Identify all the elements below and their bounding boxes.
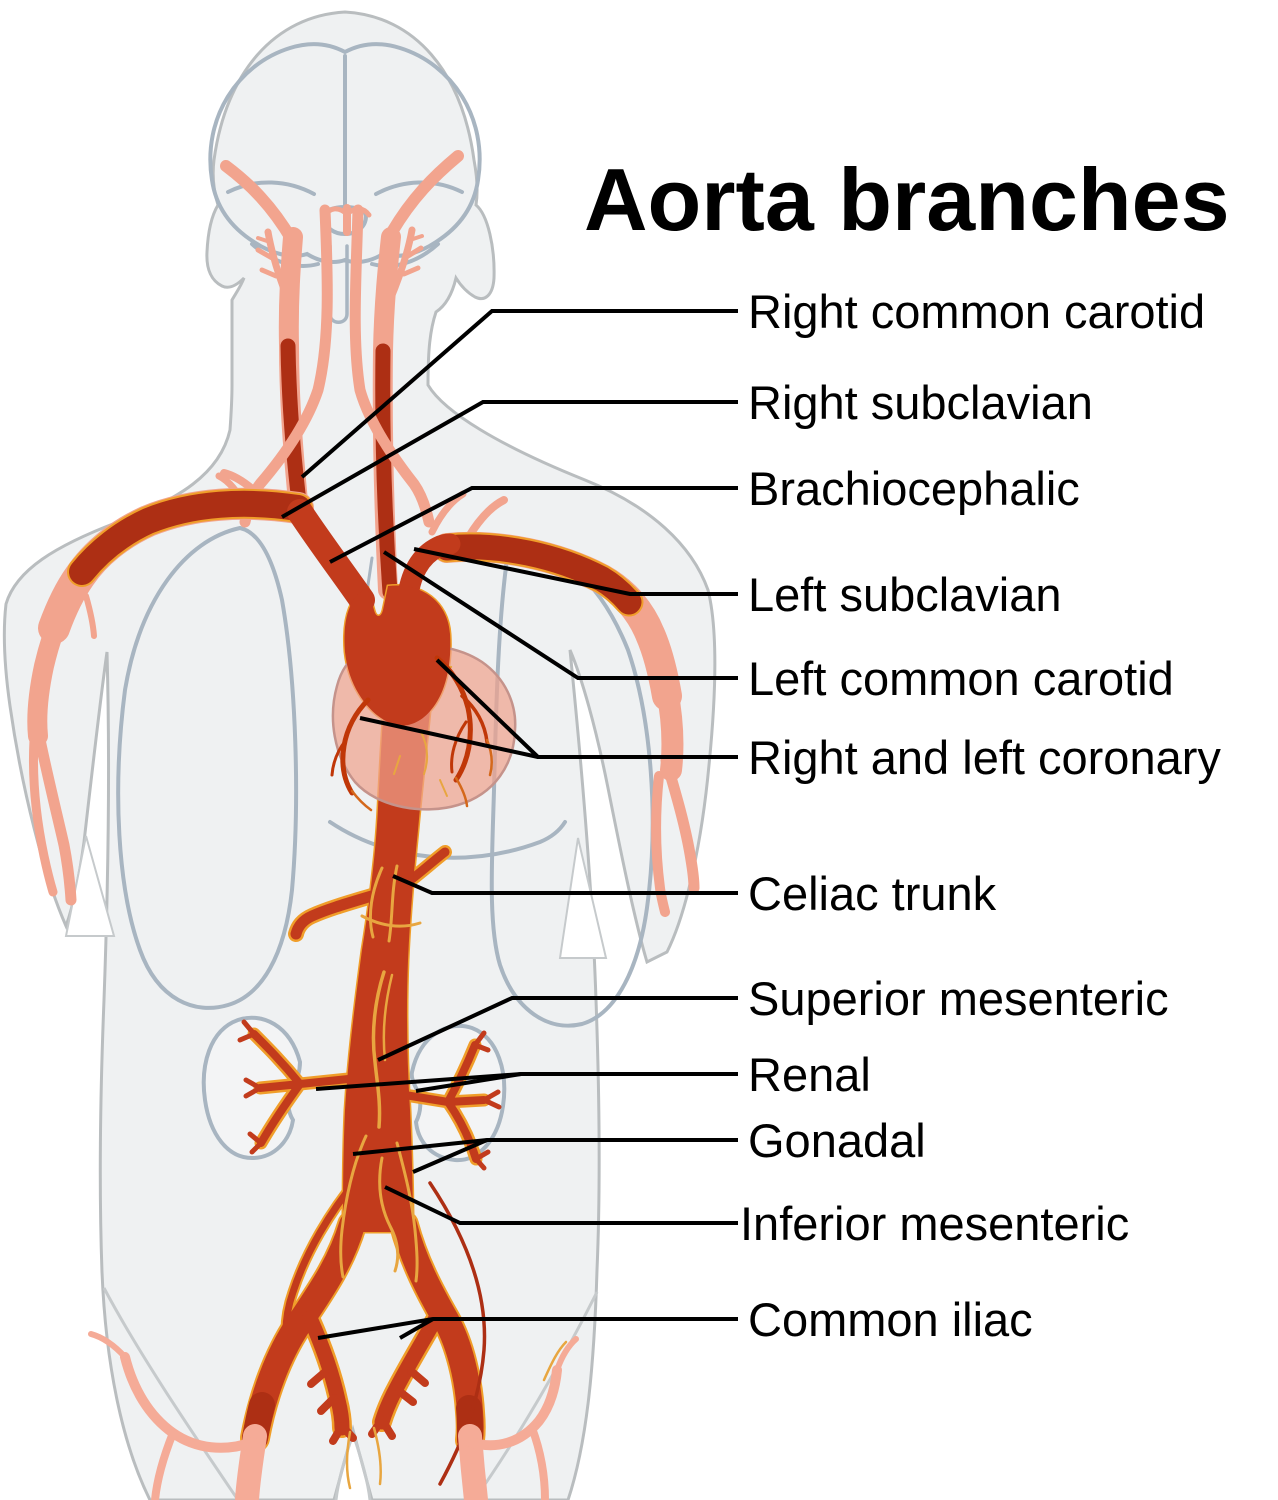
external-carotid-left-twig2 — [259, 267, 279, 279]
internal-iliac-left-stubs — [307, 1368, 357, 1445]
femoral-left-fan2 — [151, 1429, 177, 1500]
vertebral-right — [349, 204, 435, 528]
diagram-text: Aorta branches Right common carotid Righ… — [584, 150, 1230, 1346]
label-right-common-carotid: Right common carotid — [748, 285, 1205, 338]
external-carotid-right-twig1 — [405, 245, 424, 259]
label-left-common-carotid: Left common carotid — [748, 652, 1174, 705]
celiac-squiggle3 — [360, 914, 422, 928]
arm-right-branch2 — [28, 735, 58, 897]
groin-crease-left — [102, 1287, 240, 1500]
celiac-squiggle1 — [368, 866, 384, 939]
left-subclavian-artery — [396, 533, 461, 613]
arm-left-branch1 — [660, 754, 700, 894]
leader-left-subclavian — [413, 547, 738, 596]
pelvic-twig1 — [345, 1430, 352, 1490]
renal-right-artery — [401, 1041, 488, 1163]
thin-yellow-vessels — [339, 864, 568, 1490]
leader-left-common-carotid — [382, 550, 738, 680]
leader-coronary-b — [359, 716, 539, 759]
arm-left-branch2 — [651, 771, 670, 917]
leader-right-common-carotid — [300, 309, 738, 479]
carotid-arc-left-icon — [220, 160, 298, 246]
coronary-twig3 — [350, 789, 373, 812]
renal-right-twigs — [472, 1030, 502, 1171]
celiac-trunk-artery — [290, 889, 381, 940]
gonadal-right-vessel — [395, 1141, 419, 1283]
carotid-arc-right-icon — [386, 150, 464, 238]
label-celiac-trunk: Celiac trunk — [748, 867, 997, 920]
aortic-arch-body — [344, 585, 451, 726]
leader-right-subclavian — [281, 400, 738, 519]
femoral-arteries — [88, 1331, 579, 1500]
leader-lines — [281, 309, 738, 1340]
inferior-mesenteric-vessel — [378, 1156, 400, 1273]
external-carotid-left-twig3 — [256, 236, 272, 244]
subclavian-band-right — [69, 490, 311, 585]
internal-iliac-right-stubs — [368, 1367, 429, 1440]
leader-common-iliac-b — [399, 1317, 434, 1340]
pelvic-twig3 — [542, 1340, 568, 1382]
descending-aorta — [343, 688, 432, 1232]
heart-twig1 — [419, 729, 429, 775]
femoral-left-fan3 — [88, 1331, 128, 1360]
femoral-right-fan2 — [528, 1424, 549, 1500]
label-renal: Renal — [748, 1048, 871, 1101]
leader-gonadal-b — [412, 1138, 488, 1174]
label-inferior-mesenteric: Inferior mesenteric — [740, 1197, 1129, 1250]
label-superior-mesenteric: Superior mesenteric — [748, 972, 1169, 1025]
label-right-subclavian: Right subclavian — [748, 376, 1093, 429]
leader-brachiocephalic — [329, 486, 738, 564]
label-right-left-coronary: Right and left coronary — [748, 731, 1221, 784]
arm-right-artery — [27, 568, 90, 746]
superior-mesenteric-vessel2 — [382, 973, 394, 1062]
coronary-twig1 — [485, 738, 493, 777]
renal-left-twigs — [237, 1019, 264, 1155]
label-left-subclavian: Left subclavian — [748, 568, 1062, 621]
aorta-fills — [343, 688, 432, 1232]
label-brachiocephalic: Brachiocephalic — [748, 462, 1080, 515]
internal-iliac-right-artery — [374, 1310, 444, 1430]
label-common-iliac: Common iliac — [748, 1293, 1033, 1346]
brain-gyrus-left — [226, 180, 316, 196]
external-carotid-right-twig2 — [401, 265, 421, 277]
leader-inferior-mesenteric — [384, 1185, 738, 1225]
diagram-title: Aorta branches — [584, 150, 1230, 249]
arm-gap-right — [558, 837, 608, 959]
arm-right-twig — [83, 593, 97, 639]
celiac-squiggle2 — [387, 864, 399, 943]
arm-gap-left — [64, 835, 116, 937]
pelvic-twig2 — [372, 1426, 382, 1486]
lung-left-outline — [116, 525, 299, 1010]
leader-renal-b — [415, 1072, 522, 1093]
gonadal-left-vessel — [339, 1134, 368, 1279]
right-coronary-artery — [340, 697, 371, 796]
aortic-arch — [344, 585, 451, 726]
brain-gyrus-right — [374, 180, 464, 196]
leader-superior-mesenteric — [377, 996, 738, 1062]
heart-twig3 — [393, 755, 401, 775]
femoral-right-fan1 — [465, 1365, 562, 1451]
superior-mesenteric-vessel — [371, 970, 386, 1129]
renal-left-artery — [250, 1030, 362, 1147]
arm-right-branch1 — [32, 724, 77, 906]
left-coronary-branch1 — [460, 694, 489, 744]
heart-twig2 — [439, 779, 448, 797]
right-coronary-branch — [330, 738, 348, 777]
external-carotid-left-twig1 — [255, 247, 275, 261]
femoral-right-fan3 — [554, 1336, 579, 1373]
left-common-carotid-artery — [375, 343, 398, 600]
coronary-twig2 — [454, 776, 469, 808]
leader-celiac-trunk — [392, 874, 738, 895]
left-coronary-branch2 — [450, 720, 468, 774]
external-carotid-right-twig3 — [408, 234, 424, 242]
label-gonadal: Gonadal — [748, 1114, 926, 1167]
